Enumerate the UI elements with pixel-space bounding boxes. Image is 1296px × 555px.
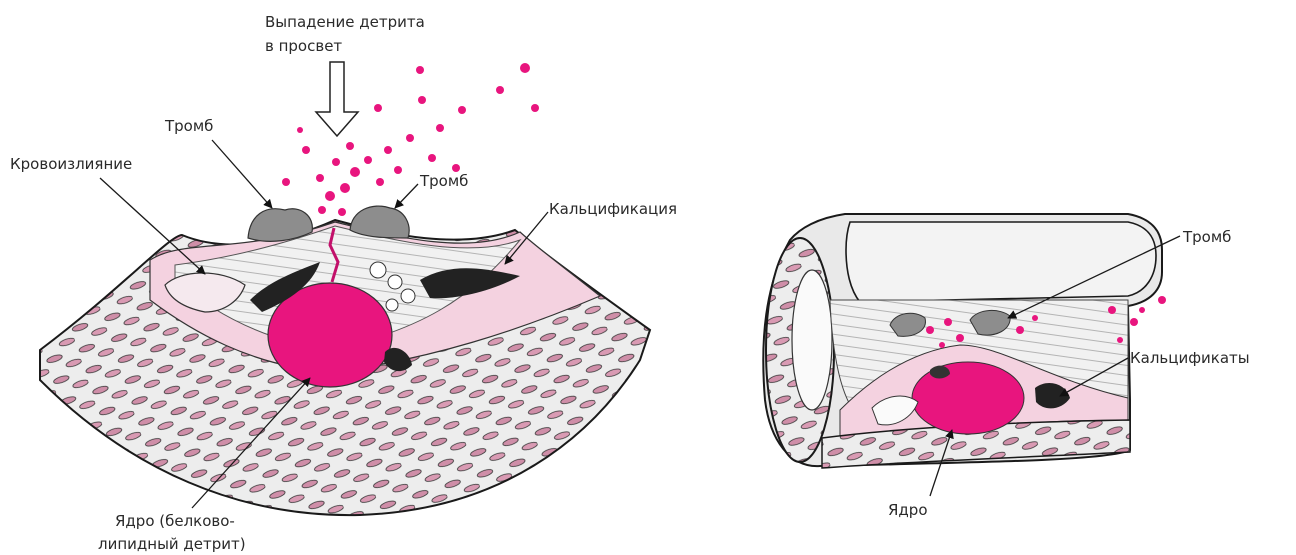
label-calcification: Кальцификация	[549, 200, 677, 218]
thrombus-right-surface	[350, 206, 409, 238]
label-right-calcifications: Кальцификаты	[1130, 349, 1250, 367]
right-vessel-cutaway	[763, 214, 1166, 468]
label-thrombus-right: Тромб	[419, 172, 468, 190]
label-right-thrombus: Тромб	[1182, 228, 1231, 246]
leader-thrombus-left	[212, 140, 272, 208]
left-plaque-cross-section	[40, 62, 650, 515]
label-thrombus-left: Тромб	[164, 117, 213, 135]
right-lipid-core	[912, 362, 1024, 434]
detritus-fall-arrow-icon	[316, 62, 358, 136]
leader-thrombus-right	[395, 184, 418, 208]
label-hemorrhage: Кровоизлияние	[10, 155, 132, 173]
label-detritus-line1: Выпадение детрита	[265, 13, 425, 31]
label-right-core: Ядро	[888, 501, 928, 519]
label-detritus-line2: в просвет	[265, 37, 342, 55]
detritus-particles	[282, 63, 539, 216]
vessel-upper-wall	[846, 222, 1156, 302]
label-core-line1: Ядро (белково-	[115, 512, 235, 530]
vessel-lumen-opening	[792, 270, 832, 410]
label-core-line2: липидный детрит)	[98, 535, 246, 553]
